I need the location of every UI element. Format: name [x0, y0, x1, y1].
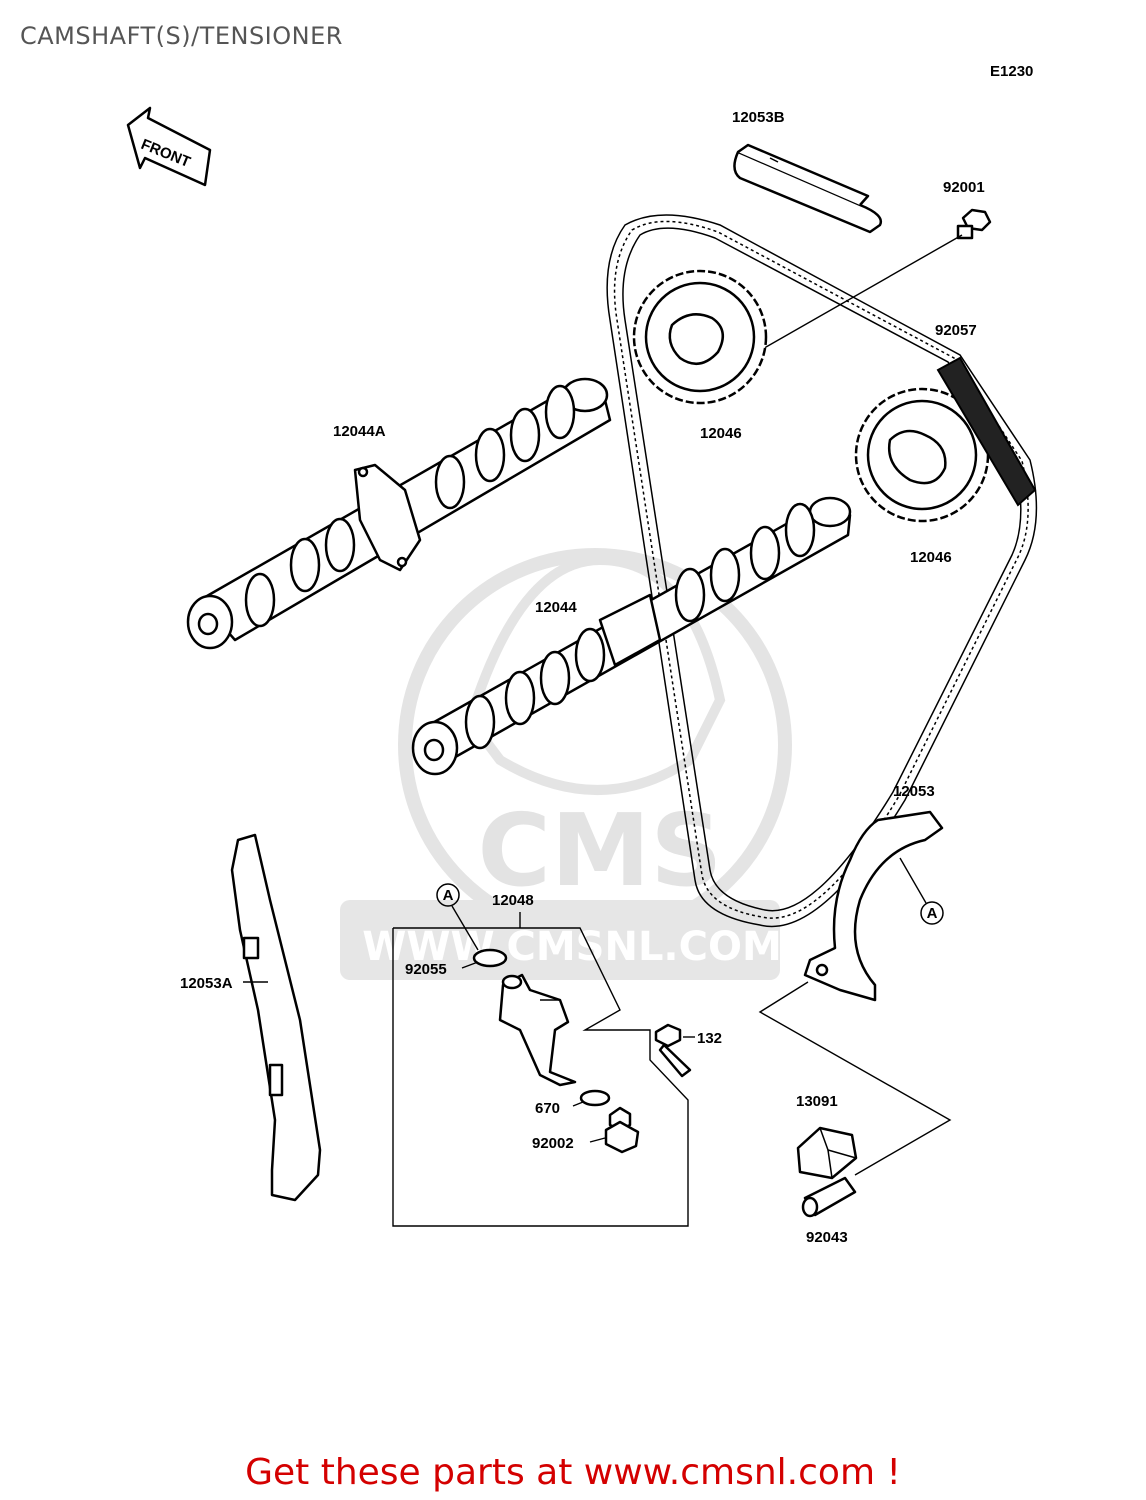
tensioner-assembly-frame — [392, 927, 689, 1227]
bolt-132 — [654, 1023, 692, 1078]
diagram-code: E1230 — [990, 63, 1033, 80]
cam-sprocket-upper — [632, 269, 768, 405]
callout-12053A: 12053A — [180, 975, 233, 992]
bolt-92001 — [956, 208, 992, 240]
camshaft-12044 — [411, 496, 852, 776]
callout-12046-lower: 12046 — [910, 549, 952, 566]
watermark-url: WWW.CMSNL.COM — [362, 924, 782, 970]
callout-13091: 13091 — [796, 1093, 838, 1110]
callout-92055: 92055 — [405, 961, 447, 978]
callout-670: 670 — [535, 1100, 560, 1117]
callout-92043: 92043 — [806, 1229, 848, 1246]
chain-guide-12053A — [230, 833, 322, 1202]
gasket-670 — [579, 1089, 611, 1107]
camshaft-12044A — [186, 377, 612, 650]
cam-sprocket-lower — [854, 387, 990, 523]
callout-12048: 12048 — [492, 892, 534, 909]
callout-92057: 92057 — [935, 322, 977, 339]
tensioner-body — [498, 973, 577, 1087]
chain-guide-12053B — [733, 143, 883, 234]
page-title: CAMSHAFT(S)/TENSIONER — [20, 22, 343, 50]
callout-12046-upper: 12046 — [700, 425, 742, 442]
cam-chain-92057 — [936, 356, 1037, 507]
o-ring-92055 — [472, 948, 508, 968]
damper-13091 — [796, 1126, 858, 1180]
chain-guide-12053 — [803, 810, 944, 1002]
ref-a-left: A — [443, 887, 454, 904]
callout-132: 132 — [697, 1030, 722, 1047]
callout-92001: 92001 — [943, 179, 985, 196]
callout-12053: 12053 — [893, 783, 935, 800]
footer-link-text[interactable]: Get these parts at www.cmsnl.com ! — [245, 1452, 901, 1493]
callout-12053B: 12053B — [732, 109, 785, 126]
callout-92002: 92002 — [532, 1135, 574, 1152]
watermark-brand: CMS — [478, 792, 723, 909]
callout-12044A: 12044A — [333, 423, 386, 440]
front-arrow-icon: FRONT — [126, 106, 212, 187]
bolt-92002 — [604, 1106, 640, 1154]
ref-a-right: A — [927, 905, 938, 922]
watermark: CMS WWW.CMSNL.COM — [340, 548, 792, 980]
callout-12044: 12044 — [535, 599, 577, 616]
pin-92043 — [801, 1176, 857, 1218]
